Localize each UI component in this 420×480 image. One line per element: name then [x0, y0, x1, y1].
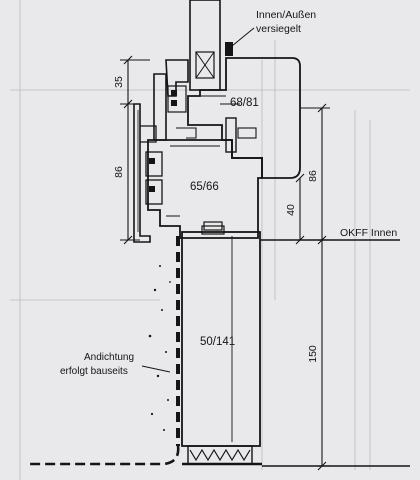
- field-note-line1: Andichtung: [84, 352, 134, 363]
- field-note-line2: erfolgt bauseits: [60, 366, 128, 377]
- frame-profile: [145, 139, 263, 239]
- floor-lines: [260, 239, 410, 467]
- dimension-upper-left: 35: [113, 76, 125, 88]
- dimension-right-lower: 150: [307, 345, 319, 363]
- base-insulation: [182, 445, 262, 466]
- dimension-lower-left: 86: [113, 166, 125, 178]
- right-dimension-chain: [295, 103, 330, 471]
- dimension-right-inner: 40: [285, 204, 297, 216]
- dimension-right-upper: 86: [307, 170, 319, 182]
- floor-level-label: OKFF Innen: [340, 227, 397, 239]
- left-dimension-chain: [120, 55, 150, 245]
- sash-profile-label: 68/81: [230, 97, 259, 109]
- seal-label-line2: versiegelt: [256, 23, 301, 35]
- seal-label-line1: Innen/Außen: [256, 9, 316, 21]
- concrete-speckle: [148, 265, 171, 431]
- field-seal-line: [30, 236, 180, 466]
- sash-profile: [187, 57, 301, 179]
- frame-profile-label: 65/66: [190, 181, 219, 193]
- sill-profile-label: 50/141: [200, 336, 235, 348]
- leader-lines: [141, 27, 255, 373]
- background-guide-lines: [10, 0, 410, 480]
